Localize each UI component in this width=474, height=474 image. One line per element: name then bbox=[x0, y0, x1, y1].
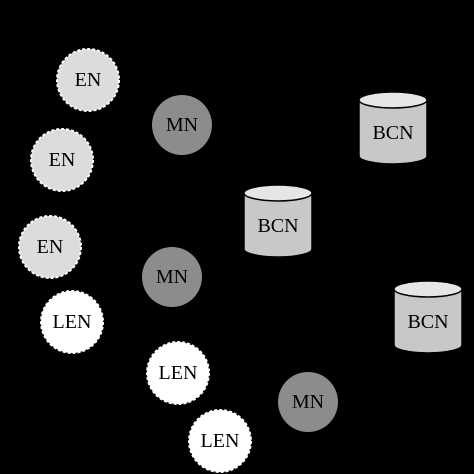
bcn-database-icon: BCN bbox=[393, 280, 463, 354]
bcn-database-icon: BCN bbox=[358, 91, 428, 165]
en-label: EN bbox=[37, 236, 64, 258]
len-label: LEN bbox=[159, 362, 198, 384]
len-node: LEN bbox=[188, 409, 252, 473]
mn-label: MN bbox=[166, 114, 198, 136]
mn-node: MN bbox=[278, 372, 338, 432]
en-node: EN bbox=[18, 215, 82, 279]
en-label: EN bbox=[49, 149, 76, 171]
mn-label: MN bbox=[292, 391, 324, 413]
en-label: EN bbox=[75, 69, 102, 91]
mn-node: MN bbox=[142, 247, 202, 307]
len-label: LEN bbox=[53, 311, 92, 333]
len-label: LEN bbox=[201, 430, 240, 452]
bcn-database-icon: BCN bbox=[243, 184, 313, 258]
en-node: EN bbox=[56, 48, 120, 112]
len-node: LEN bbox=[40, 290, 104, 354]
mn-node: MN bbox=[152, 95, 212, 155]
bcn-label: BCN bbox=[372, 122, 413, 144]
en-node: EN bbox=[30, 128, 94, 192]
bcn-label: BCN bbox=[407, 311, 448, 333]
len-node: LEN bbox=[146, 341, 210, 405]
mn-label: MN bbox=[156, 266, 188, 288]
bcn-label: BCN bbox=[257, 215, 298, 237]
